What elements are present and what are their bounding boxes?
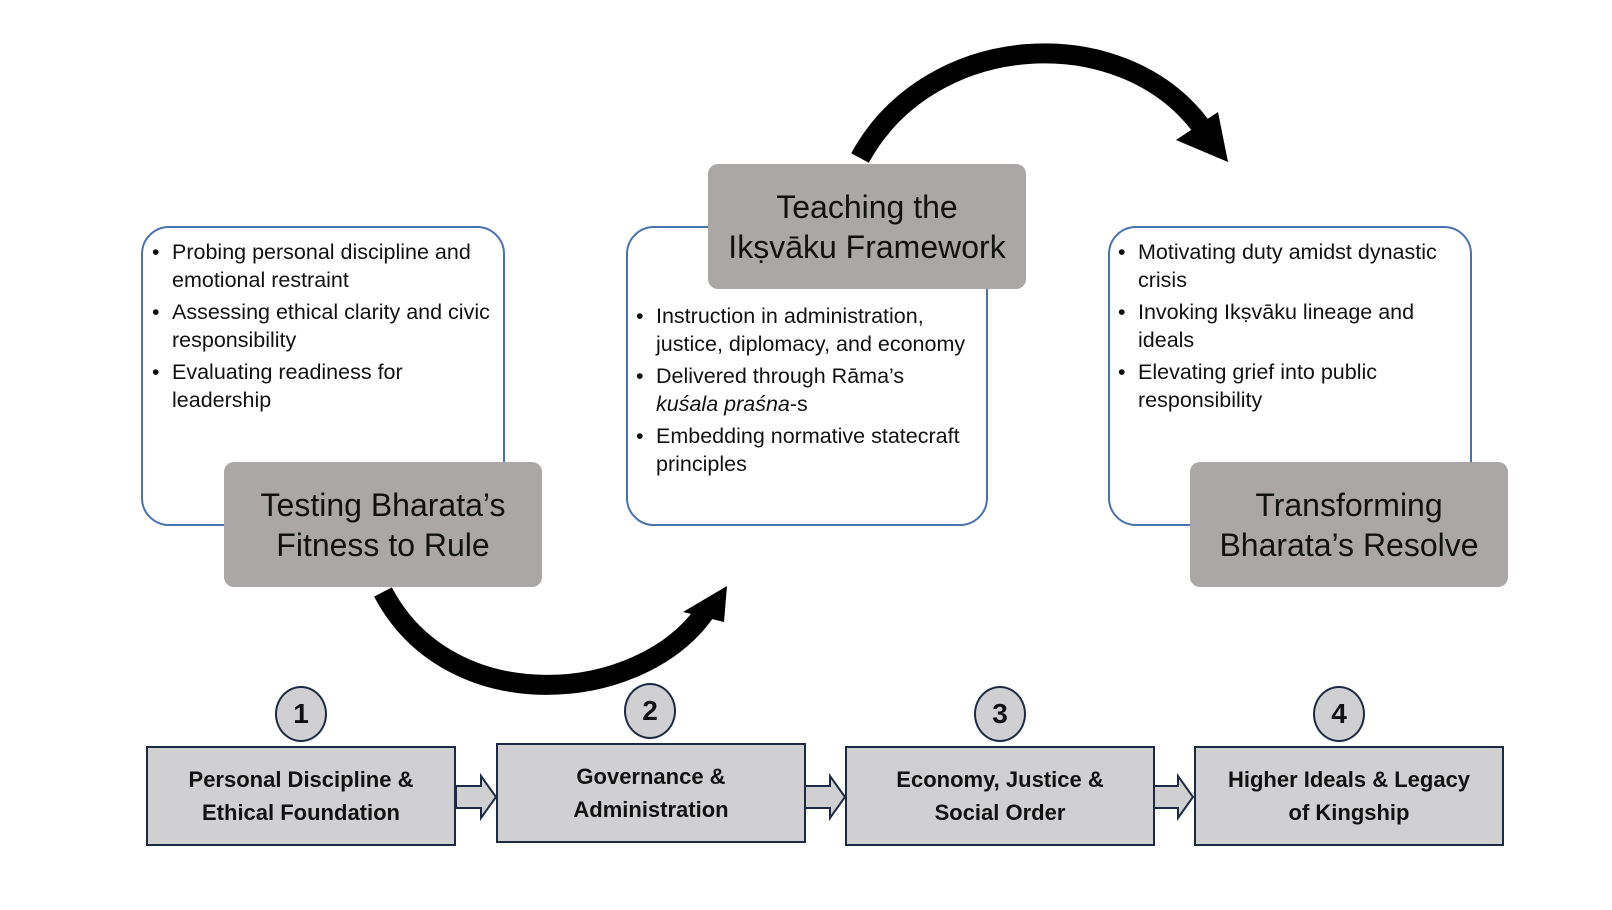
panel-testing-bullets: Probing personal discipline and emotiona… xyxy=(150,238,490,418)
bullet-italic-term: kuśala praśna xyxy=(656,392,790,416)
stage-line: Ethical Foundation xyxy=(202,800,400,825)
bullet-item: Evaluating readiness for leadership xyxy=(150,358,490,414)
stage-line: Higher Ideals & Legacy xyxy=(1227,767,1471,792)
arc-arrow-lower-head xyxy=(683,586,727,622)
stage-line: Economy, Justice & xyxy=(896,767,1104,792)
arc-arrow-upper xyxy=(851,43,1208,163)
stage-line: Administration xyxy=(573,797,729,822)
stage-title-testing: Testing Bharata’s Fitness to Rule xyxy=(224,462,542,587)
stage-arrow-1-2 xyxy=(455,772,498,822)
stage-line: Governance & xyxy=(576,764,726,789)
title-line: Teaching the xyxy=(776,188,958,225)
stage-number-1: 1 xyxy=(275,686,327,742)
bullet-item: Motivating duty amidst dynastic crisis xyxy=(1116,238,1456,294)
stage-number-2: 2 xyxy=(624,683,676,739)
panel-teaching-bullets: Instruction in administration, justice, … xyxy=(634,302,974,482)
stage-line: of Kingship xyxy=(1288,800,1410,825)
stage-line: Social Order xyxy=(934,800,1066,825)
bullet-item: Invoking Ikṣvāku lineage and ideals xyxy=(1116,298,1456,354)
arc-arrow-lower xyxy=(374,587,714,695)
stage-box-3: Economy, Justice & Social Order xyxy=(845,746,1155,846)
title-line: Bharata’s Resolve xyxy=(1219,526,1479,563)
stage-number-3: 3 xyxy=(974,686,1026,742)
stage-box-2: Governance & Administration xyxy=(496,743,806,843)
stage-number-4: 4 xyxy=(1313,686,1365,742)
panel-transforming-bullets: Motivating duty amidst dynastic crisis I… xyxy=(1116,238,1456,418)
stage-arrow-2-3 xyxy=(804,772,847,822)
stage-box-4: Higher Ideals & Legacy of Kingship xyxy=(1194,746,1504,846)
bullet-item: Elevating grief into public responsibili… xyxy=(1116,358,1456,414)
bullet-item: Embedding normative statecraft principle… xyxy=(634,422,974,478)
title-line: Fitness to Rule xyxy=(276,526,490,563)
bullet-text: Delivered through Rāma’s xyxy=(656,364,905,388)
bullet-item: Assessing ethical clarity and civic resp… xyxy=(150,298,490,354)
bullet-item: Instruction in administration, justice, … xyxy=(634,302,974,358)
stage-title-teaching: Teaching the Ikṣvāku Framework xyxy=(708,164,1026,289)
stage-arrow-3-4 xyxy=(1152,772,1195,822)
bullet-item: Delivered through Rāma’s kuśala praśna-s xyxy=(634,362,974,418)
stage-line: Personal Discipline & xyxy=(188,767,414,792)
bullet-suffix: -s xyxy=(789,392,808,416)
title-line: Ikṣvāku Framework xyxy=(728,228,1006,265)
title-line: Testing Bharata’s xyxy=(260,486,506,523)
bullet-item: Probing personal discipline and emotiona… xyxy=(150,238,490,294)
stage-title-transforming: Transforming Bharata’s Resolve xyxy=(1190,462,1508,587)
title-line: Transforming xyxy=(1255,486,1443,523)
stage-box-1: Personal Discipline & Ethical Foundation xyxy=(146,746,456,846)
arc-arrow-upper-head xyxy=(1176,112,1228,162)
